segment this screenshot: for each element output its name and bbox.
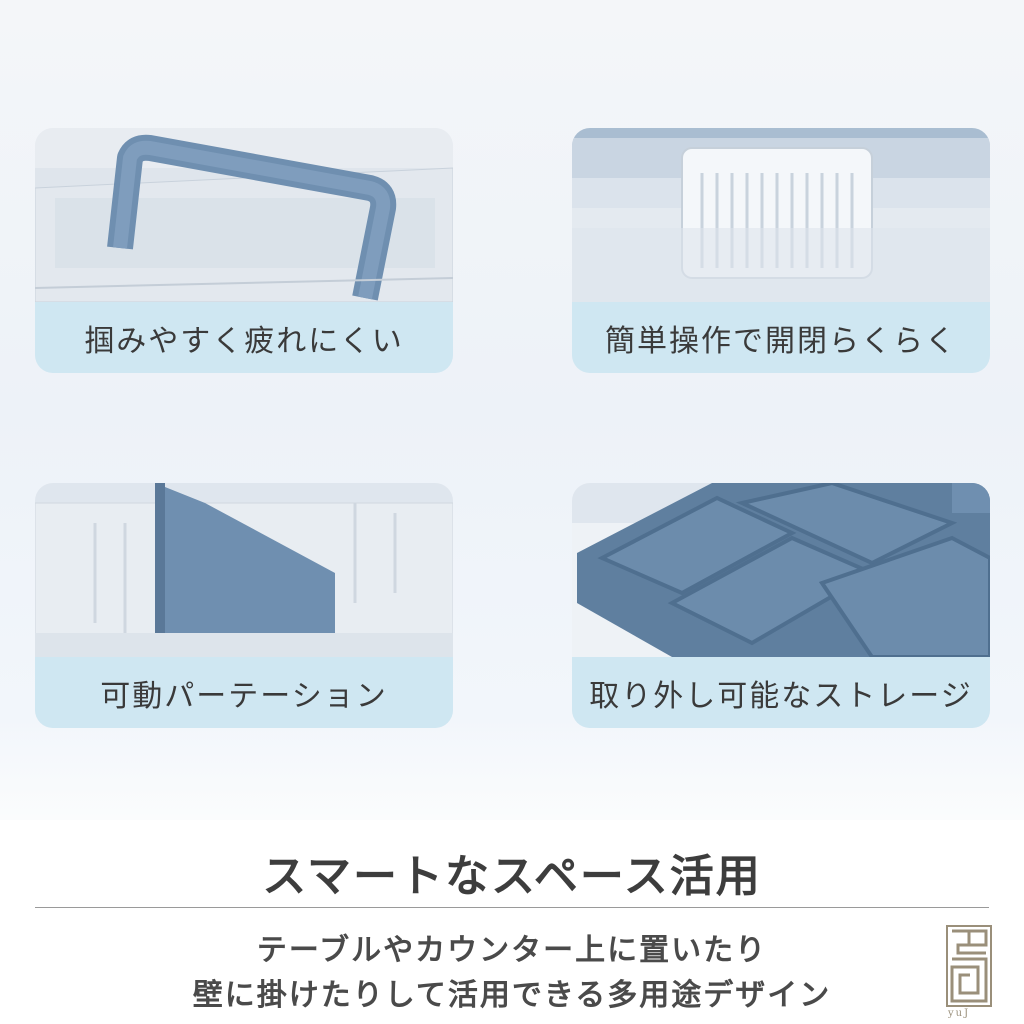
- description-line-2: 壁に掛けたりして活用できる多用途デザイン: [192, 978, 832, 1013]
- feature-card-handle: 掴みやすく疲れにくい: [35, 128, 453, 373]
- description-line-1: テーブルやカウンター上に置いたり: [256, 933, 768, 968]
- feature-caption: 掴みやすく疲れにくい: [35, 302, 453, 373]
- tray-photo: [572, 483, 990, 657]
- bottom-panel: [0, 820, 1024, 1024]
- feature-caption: 簡単操作で開閉らくらく: [572, 302, 990, 373]
- feature-caption: 取り外し可能なストレージ: [572, 657, 990, 728]
- handle-photo: [35, 128, 453, 302]
- feature-card-partition: 可動パーテーション: [35, 483, 453, 728]
- logo-text: yuJ: [948, 1008, 971, 1019]
- feature-card-tray: 取り外し可能なストレージ: [572, 483, 990, 728]
- maze-seal-logo-icon: [946, 925, 992, 1007]
- feature-card-latch: 簡単操作で開閉らくらく: [572, 128, 990, 373]
- divider: [35, 907, 989, 908]
- headline: スマートなスペース活用: [262, 851, 762, 902]
- latch-photo: [572, 128, 990, 302]
- feature-caption: 可動パーテーション: [35, 657, 453, 728]
- partition-photo: [35, 483, 453, 657]
